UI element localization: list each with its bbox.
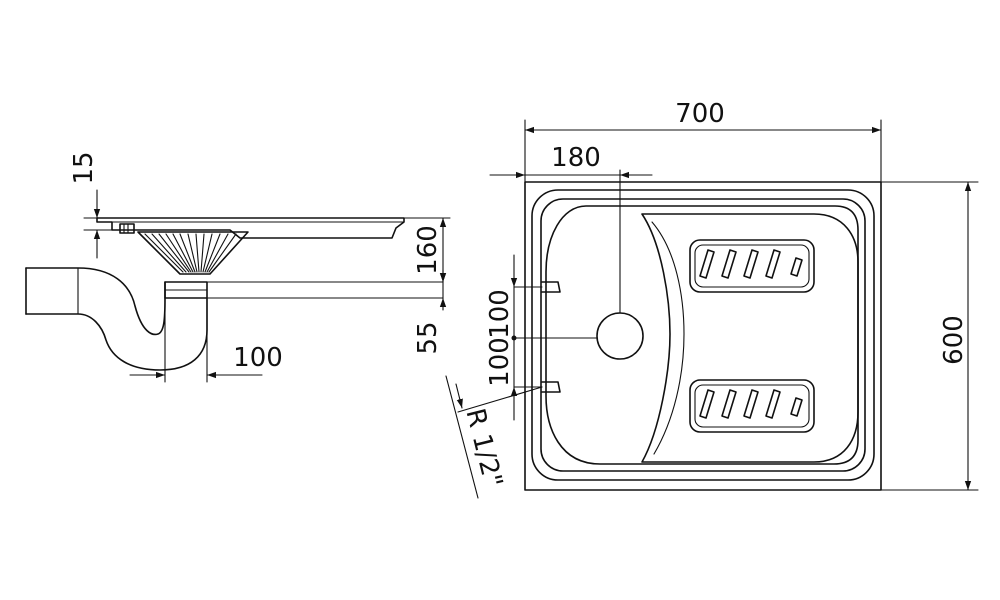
drain-offset-dimension: 180 [489, 143, 653, 179]
side-view-funnel [137, 231, 249, 275]
bowl-outline [545, 205, 859, 465]
trap-offset-dimension: 100 [129, 297, 283, 383]
body-depth-label: 160 [413, 225, 443, 275]
water-inlet-upper [513, 281, 561, 293]
top-view: 700 180 600 100 100 [445, 99, 979, 499]
overall-width-label: 700 [675, 99, 725, 129]
overall-depth-label: 600 [939, 315, 969, 365]
trap-height-dimension: 55 [413, 269, 447, 355]
trap-offset-label: 100 [233, 343, 283, 373]
outer-frame [524, 181, 882, 491]
foot-rest-upper [689, 239, 815, 293]
overall-depth-dimension: 600 [880, 181, 979, 491]
inlet-spacing-dimension: 100 100 [485, 254, 598, 421]
side-view: 15 160 55 100 [25, 151, 451, 383]
upper-inlet-label: 100 [485, 289, 515, 339]
foot-rest-lower [689, 379, 815, 433]
inner-rim-outline [540, 198, 866, 472]
drain-offset-label: 180 [551, 143, 601, 173]
trap-height-label: 55 [413, 321, 443, 354]
body-depth-dimension: 160 [403, 217, 451, 283]
side-view-rim [96, 217, 405, 239]
lower-inlet-label: 100 [485, 337, 515, 387]
thread-label: R 1/2" [460, 406, 508, 491]
rim-height-label: 15 [69, 151, 99, 184]
water-inlet-lower [513, 381, 561, 393]
s-trap [25, 267, 208, 371]
overall-width-dimension: 700 [524, 99, 882, 183]
rim-outline [531, 189, 875, 481]
pan-outline [641, 213, 859, 463]
side-view-outlet [164, 281, 444, 299]
drain-hole [596, 312, 644, 360]
rim-height-dimension: 15 [69, 151, 113, 259]
thread-dimension: R 1/2" [445, 375, 543, 499]
